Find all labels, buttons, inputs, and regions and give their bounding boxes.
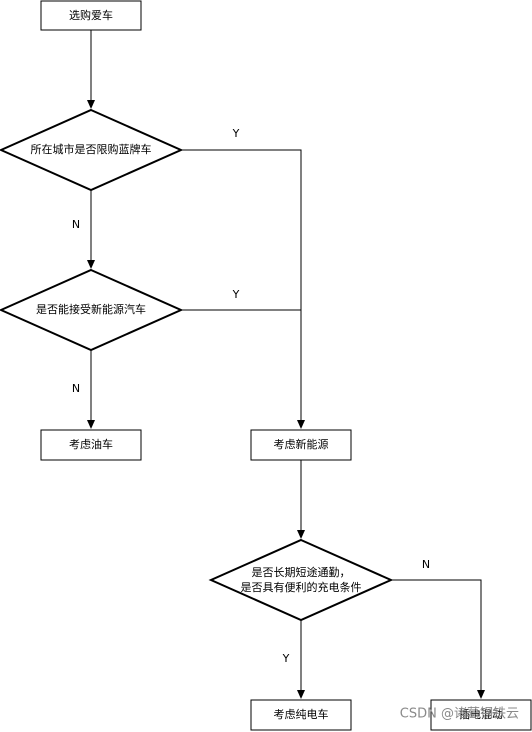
edge-label-city-yes: Y: [232, 127, 240, 140]
edge-label-accept-no: N: [72, 382, 80, 395]
edge-label-city-no: N: [72, 218, 80, 231]
node-decision-accept-ev: 是否能接受新能源汽车: [0, 268, 184, 352]
edge-city-yes: [181, 149, 305, 429]
node-decision-city-label: 所在城市是否限购蓝牌车: [31, 142, 152, 156]
node-start: 选购爱车: [40, 0, 142, 31]
node-fuel-car-label: 考虑油车: [69, 437, 113, 451]
node-hybrid: 插电混动: [430, 699, 532, 731]
node-decision-commute-label-line2: 是否具有便利的充电条件: [241, 580, 362, 594]
edge-label-commute-yes: Y: [282, 652, 290, 665]
node-pure-ev: 考虑纯电车: [250, 699, 352, 731]
node-pure-ev-label: 考虑纯电车: [274, 707, 329, 721]
edge-label-commute-no: N: [422, 558, 430, 571]
node-decision-city: 所在城市是否限购蓝牌车: [0, 108, 184, 192]
node-hybrid-label: 插电混动: [459, 707, 503, 721]
node-decision-commute-label-line1: 是否长期短途通勤，: [252, 565, 351, 579]
node-fuel-car: 考虑油车: [40, 429, 142, 461]
node-decision-accept-ev-label: 是否能接受新能源汽车: [36, 302, 146, 316]
node-new-energy: 考虑新能源: [250, 429, 352, 461]
edge-label-accept-yes: Y: [232, 288, 240, 301]
csdn-watermark: CSDN @诸葛钢铁云: [400, 707, 519, 722]
edge-commute-no: [391, 579, 485, 699]
node-decision-commute: 是否长期短途通勤， 是否具有便利的充电条件: [208, 538, 394, 622]
node-new-energy-label: 考虑新能源: [274, 437, 329, 451]
node-start-label: 选购爱车: [69, 8, 113, 22]
